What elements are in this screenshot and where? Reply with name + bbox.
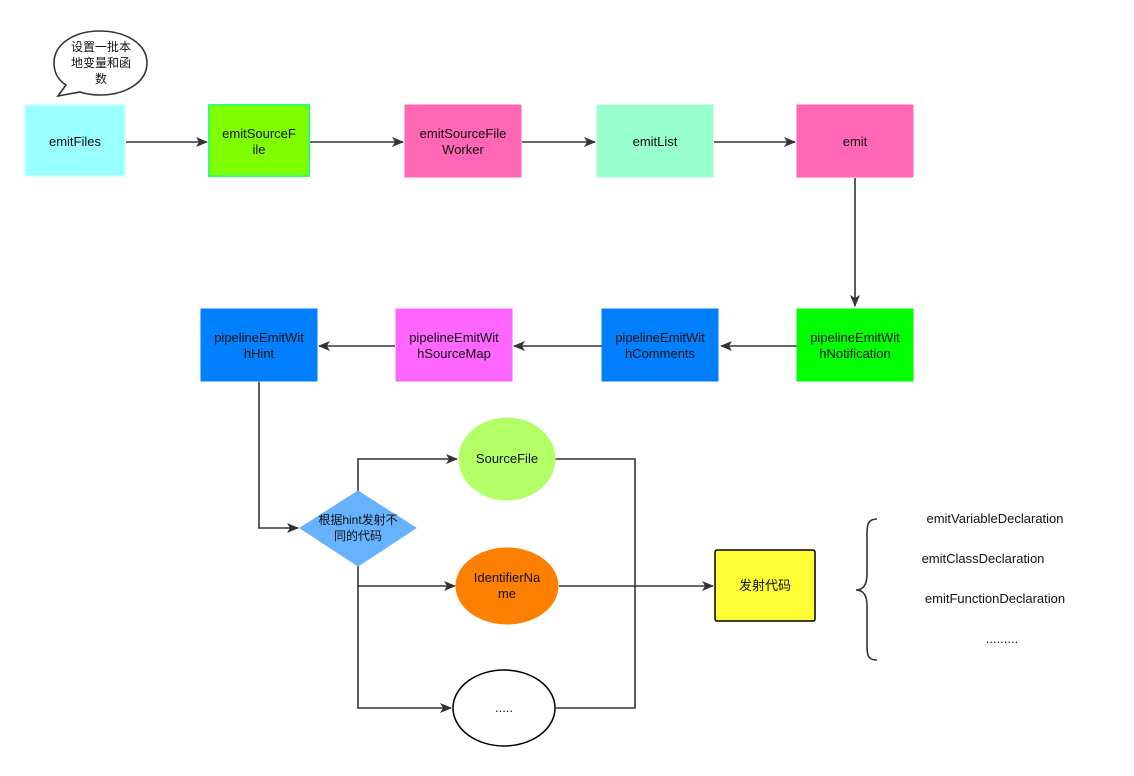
svg-text:emit: emit [843, 134, 868, 149]
svg-text:emitList: emitList [633, 134, 678, 149]
label-line: IdentifierNa [474, 570, 541, 585]
brace-item: emitVariableDeclaration [926, 511, 1063, 526]
node-sourcefile: SourceFile [458, 417, 556, 501]
label-line: ile [252, 142, 265, 157]
bubble-line: 地变量和函 [71, 55, 131, 70]
label-line: 根据hint发射不 [318, 512, 397, 527]
brace-list: emitVariableDeclaration emitClassDeclara… [922, 511, 1066, 646]
label-line: emitSourceF [222, 126, 296, 141]
node-emitfiles: emitFiles [24, 104, 126, 177]
edge-decision-identifiername [357, 566, 456, 591]
curly-brace [855, 518, 878, 661]
node-emit-code: 发射代码 [714, 549, 816, 622]
brace-item: ......... [986, 631, 1019, 646]
node-ellipsis: ..... [452, 669, 556, 747]
edge-hint-decision [258, 382, 299, 533]
brace-item: emitFunctionDeclaration [925, 591, 1065, 606]
label-line: emit [843, 134, 868, 149]
svg-text:SourceFile: SourceFile [476, 451, 538, 466]
label-line: emitSourceFile [420, 126, 507, 141]
node-decision-diamond: 根据hint发射不同的代码 [299, 490, 417, 567]
label-line: me [498, 586, 516, 601]
label-line: 同的代码 [334, 528, 382, 543]
label-line: hComments [625, 346, 696, 361]
svg-text:.....: ..... [495, 700, 513, 715]
edge-decision-ellipsis [357, 586, 452, 713]
bubble-line: 设置一批本 [71, 39, 131, 54]
label-line: emitList [633, 134, 678, 149]
label-line: ..... [495, 700, 513, 715]
label-line: hSourceMap [417, 346, 491, 361]
label-line: 发射代码 [739, 578, 791, 593]
node-emitlist: emitList [596, 104, 714, 178]
label-line: pipelineEmitWit [409, 330, 499, 345]
label-line: emitFiles [49, 134, 102, 149]
edge-ellipsis-emitcode [556, 586, 636, 709]
edge-sourcefile-emitcode [555, 458, 636, 586]
annotation-bubble: 设置一批本地变量和函数 [53, 30, 148, 98]
label-line: pipelineEmitWit [810, 330, 900, 345]
svg-text:发射代码: 发射代码 [739, 578, 791, 593]
label-line: pipelineEmitWit [615, 330, 705, 345]
label-line: hNotification [819, 346, 891, 361]
node-emit: emit [796, 104, 914, 178]
svg-text:根据hint发射不同的代码: 根据hint发射不同的代码 [318, 512, 397, 543]
label-line: SourceFile [476, 451, 538, 466]
svg-text:emitSourceFile: emitSourceFile [222, 126, 296, 157]
bubble-line: 数 [95, 71, 107, 86]
label-line: pipelineEmitWit [214, 330, 304, 345]
edge-decision-sourcefile [357, 454, 458, 493]
svg-text:设置一批本地变量和函数: 设置一批本地变量和函数 [71, 39, 131, 86]
label-line: Worker [442, 142, 484, 157]
svg-text:emitFiles: emitFiles [49, 134, 102, 149]
label-line: hHint [244, 346, 275, 361]
brace-item: emitClassDeclaration [922, 551, 1045, 566]
